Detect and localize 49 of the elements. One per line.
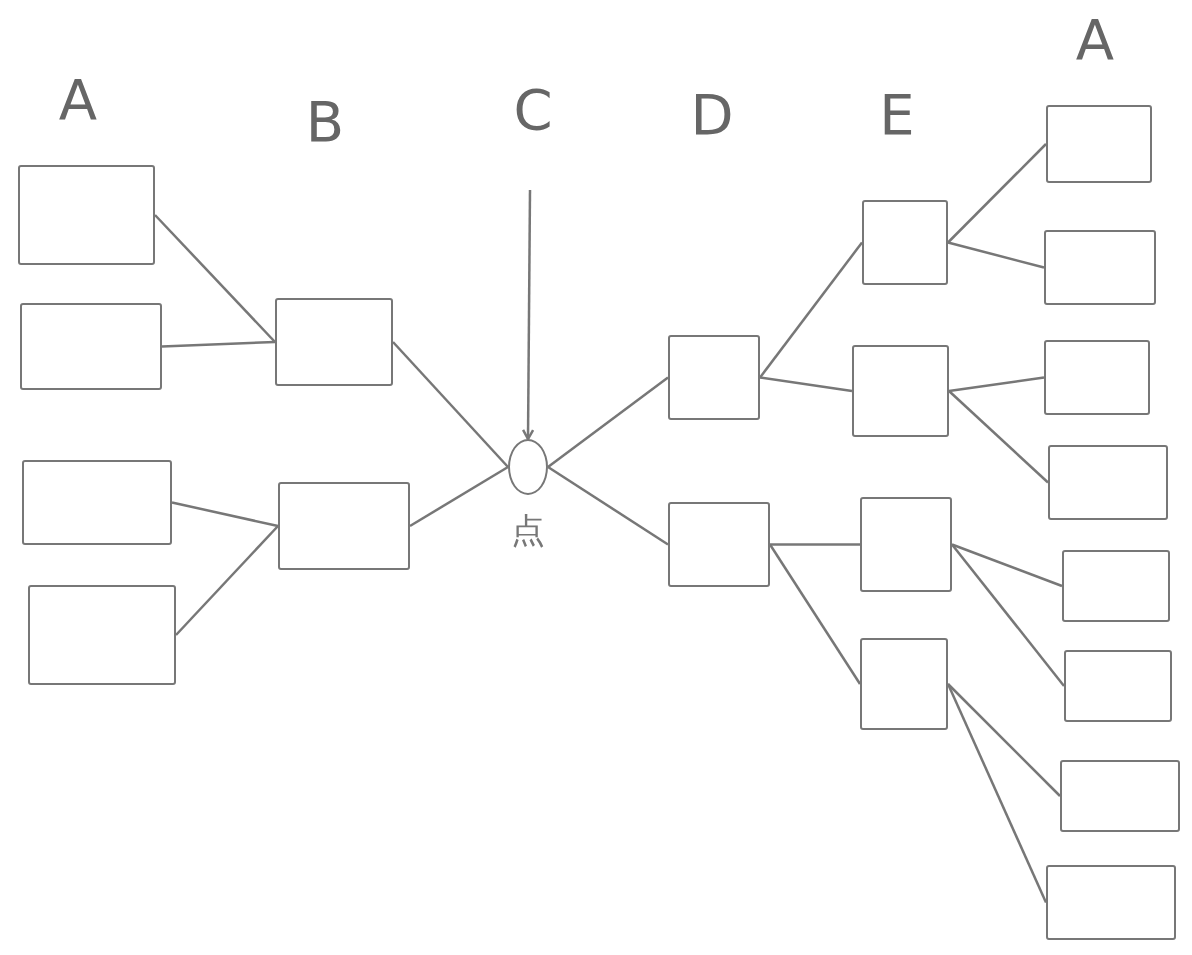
connector-line <box>161 340 276 348</box>
empty-box <box>278 482 410 570</box>
empty-box <box>1046 865 1176 940</box>
column-heading: E <box>879 87 915 143</box>
connector-line <box>547 465 669 546</box>
empty-box <box>1044 230 1156 305</box>
empty-box <box>1064 650 1172 722</box>
point-caption: 点 <box>511 513 545 547</box>
column-heading: A <box>58 72 98 128</box>
connector-line <box>154 214 276 343</box>
empty-box <box>20 303 162 390</box>
empty-box <box>28 585 176 685</box>
column-heading: C <box>513 82 553 138</box>
arrow <box>521 190 535 441</box>
connector-line <box>547 376 669 468</box>
oval-point <box>508 439 548 495</box>
empty-box <box>862 200 948 285</box>
connector-line <box>947 143 1047 244</box>
column-heading: B <box>305 94 345 150</box>
connector-line <box>951 543 1065 687</box>
empty-box <box>1046 105 1152 183</box>
connector-line <box>768 543 862 685</box>
connector-line <box>409 465 509 528</box>
column-heading: D <box>690 87 734 143</box>
connector-line <box>948 376 1045 393</box>
empty-box <box>1062 550 1170 622</box>
connector-line <box>171 501 279 528</box>
connector-line <box>947 241 1045 269</box>
connector-line <box>759 241 863 379</box>
empty-box <box>668 502 770 587</box>
connector-line <box>947 683 1061 797</box>
empty-box <box>668 335 760 420</box>
connector-line <box>175 525 279 636</box>
empty-box <box>860 638 948 730</box>
connector-line <box>946 683 1048 903</box>
empty-box <box>18 165 155 265</box>
empty-box <box>852 345 949 437</box>
connector-line <box>759 376 853 393</box>
empty-box <box>1060 760 1180 832</box>
connector-line <box>948 390 1049 484</box>
connector-line <box>951 543 1063 588</box>
empty-box <box>860 497 952 592</box>
connector-line <box>392 341 509 468</box>
empty-box <box>1048 445 1168 520</box>
empty-box <box>275 298 393 386</box>
empty-box <box>22 460 172 545</box>
empty-box <box>1044 340 1150 415</box>
column-heading: A <box>1075 12 1115 68</box>
connector-line <box>770 543 860 546</box>
